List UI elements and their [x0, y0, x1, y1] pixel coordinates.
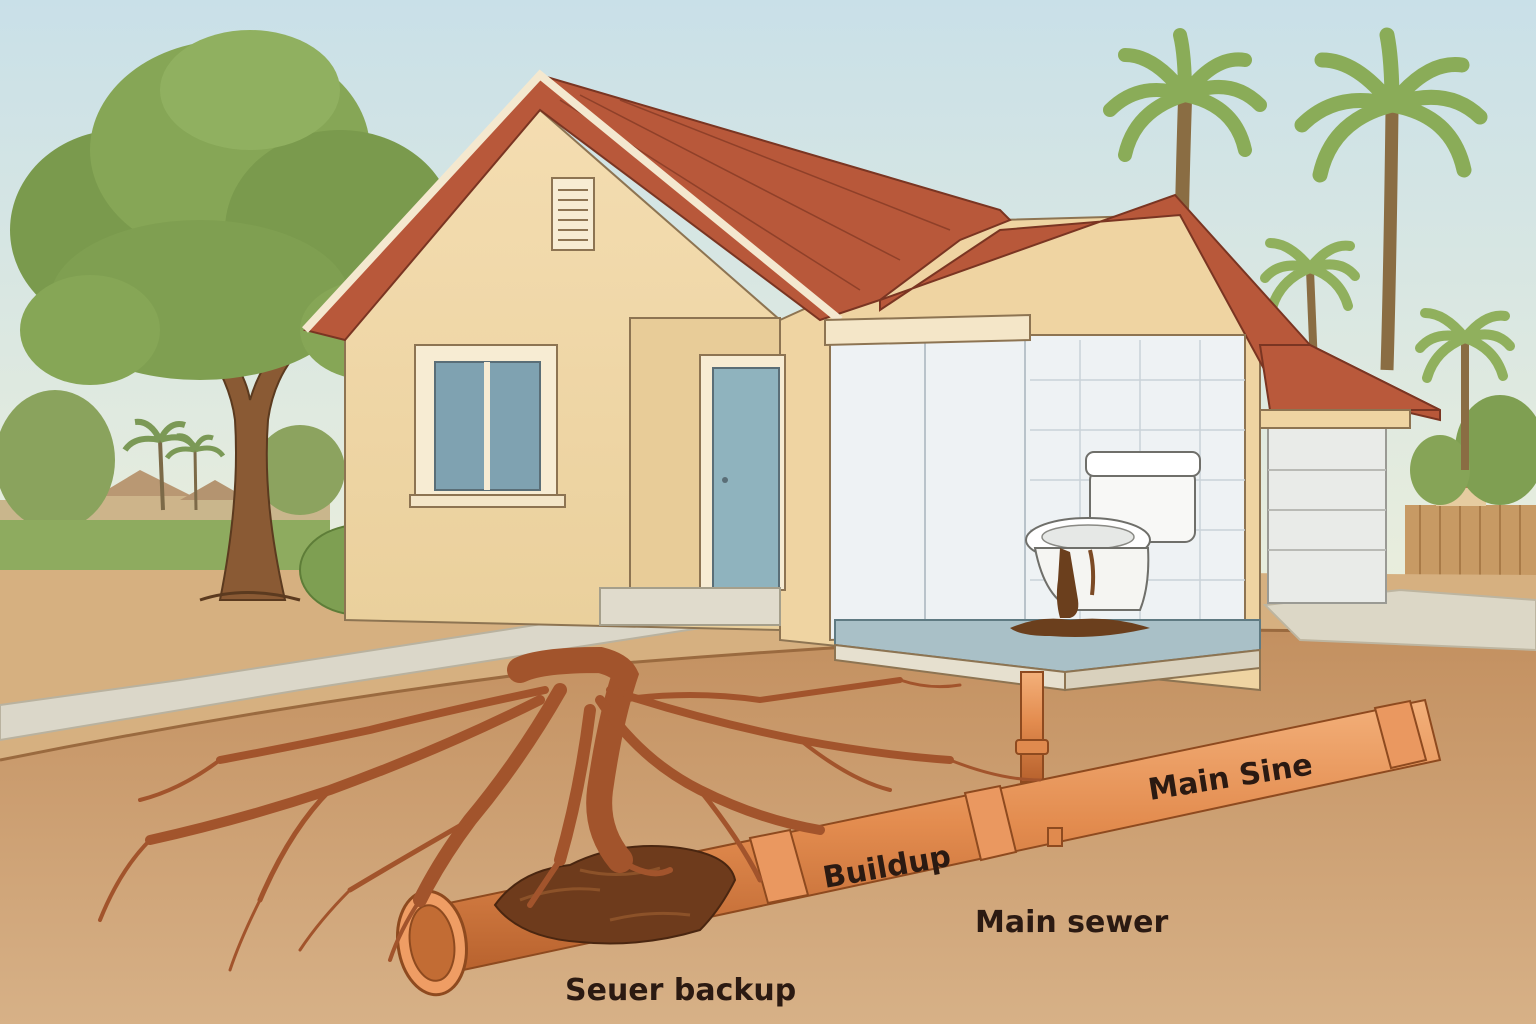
toilet-icon [1010, 451, 1201, 637]
sewer-backup-label: Seuer backup [565, 973, 796, 1008]
palm-tree-icon [122, 418, 226, 511]
sewage-overflow [1056, 548, 1079, 618]
backyard-fence [1405, 395, 1536, 585]
lawn [0, 520, 330, 570]
main-sewer-label: Main sewer [975, 905, 1168, 940]
drain-pipe [1015, 671, 1049, 783]
tree-icon [10, 30, 455, 602]
tree-roots-icon [98, 646, 1042, 972]
